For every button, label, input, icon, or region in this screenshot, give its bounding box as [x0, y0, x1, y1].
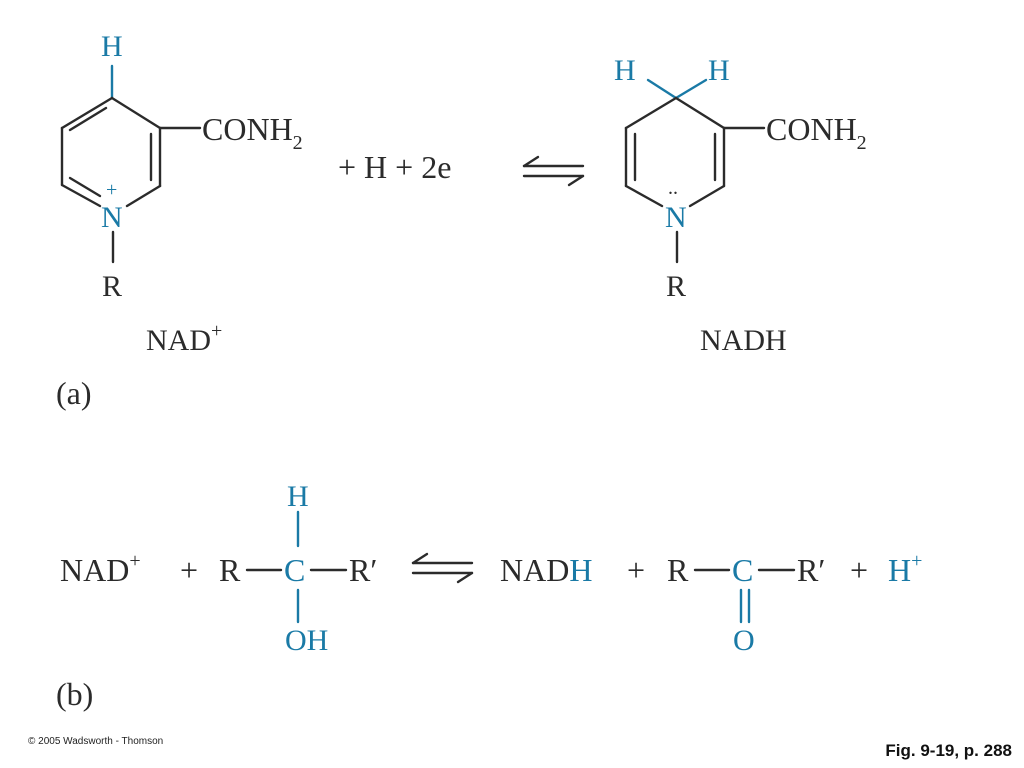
nad-plus-structure: H + N R CONH2 NAD+ — [60, 30, 303, 357]
b-r-prime-2: R′ — [797, 552, 825, 588]
bond-c4-h-right — [674, 78, 708, 100]
b-nadh: NADH — [500, 552, 592, 588]
nadh-nitrogen: N — [665, 201, 687, 234]
ring-bond — [110, 96, 162, 130]
ring-bond — [674, 96, 726, 130]
nadh-r-group: R — [666, 270, 686, 303]
b-plus-1: + — [180, 552, 198, 588]
nad-plus-conh2: CONH2 — [202, 111, 303, 154]
ring-bond — [688, 184, 726, 208]
b-h-plus: H+ — [888, 550, 922, 588]
b-r2: R — [667, 552, 689, 588]
nadh-name: NADH — [700, 324, 787, 357]
nad-plus-r-group: R — [102, 270, 122, 303]
nad-plus-nitrogen: N — [101, 201, 123, 234]
nad-plus-h-top: H — [101, 30, 123, 63]
b-c2: C — [732, 552, 753, 588]
panel-a-label: (a) — [56, 375, 92, 411]
ring-double-bond — [68, 176, 102, 198]
nadh-lone-pair: .. — [668, 177, 678, 199]
ring-bond — [60, 96, 114, 130]
bond-c4-h-left — [646, 78, 678, 100]
nadh-conh2: CONH2 — [766, 111, 867, 154]
ring-bond — [60, 183, 102, 208]
nadh-h-right: H — [708, 54, 730, 87]
reaction-extra-terms: + H + 2e — [338, 149, 451, 185]
nad-plus-name: NAD+ — [146, 320, 222, 357]
b-plus-2: + — [627, 552, 645, 588]
b-r-prime: R′ — [349, 552, 377, 588]
b-c: C — [284, 552, 305, 588]
nadh-structure: H H .. N R CONH2 NADH — [614, 54, 867, 357]
nadh-h-left: H — [614, 54, 636, 87]
ring-bond — [624, 96, 678, 130]
figure-reference: Fig. 9-19, p. 288 — [885, 741, 1012, 760]
ring-double-bond — [68, 106, 108, 132]
panel-b-reaction: NAD+ + R C R′ H OH NADH + R C R′ O + H+ — [60, 480, 922, 657]
equilibrium-arrow-b — [411, 552, 474, 584]
equilibrium-arrow-a — [522, 155, 585, 187]
b-o: O — [733, 624, 755, 657]
b-nad: NAD+ — [60, 550, 141, 588]
b-h-top: H — [287, 480, 309, 513]
b-plus-3: + — [850, 552, 868, 588]
b-r: R — [219, 552, 241, 588]
nad-plus-charge: + — [106, 179, 117, 201]
copyright-notice: © 2005 Wadsworth - Thomson — [28, 736, 164, 747]
panel-b-label: (b) — [56, 676, 93, 712]
ring-bond — [624, 184, 664, 208]
b-oh: OH — [285, 624, 328, 657]
ring-bond — [125, 184, 162, 208]
